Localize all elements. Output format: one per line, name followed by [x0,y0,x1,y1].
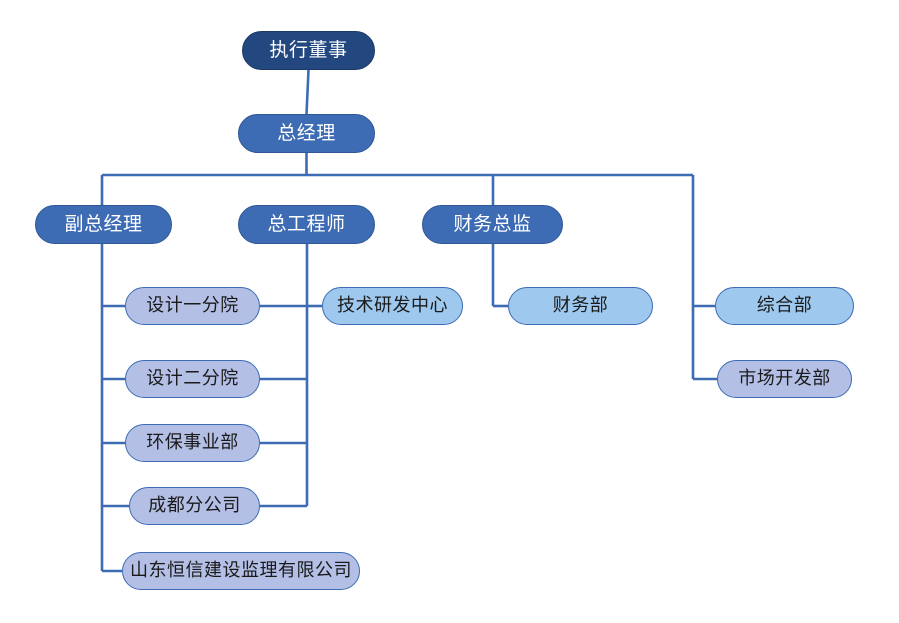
org-node-label: 成都分公司 [148,495,241,516]
org-node-label: 环保事业部 [146,432,239,453]
org-node-label: 副总经理 [64,213,143,235]
org-node-deputy-gm[interactable]: 副总经理 [35,205,172,244]
org-node-label: 总工程师 [267,213,346,235]
org-node-design-inst-2[interactable]: 设计二分院 [125,360,260,398]
org-node-label: 执行董事 [269,39,348,61]
org-node-finance-dept[interactable]: 财务部 [508,287,653,325]
org-node-label: 总经理 [277,122,336,144]
org-node-shandong-hengxin[interactable]: 山东恒信建设监理有限公司 [122,552,360,590]
connector-exec-to-gm [305,69,310,115]
org-node-label: 山东恒信建设监理有限公司 [130,560,352,581]
org-node-label: 市场开发部 [738,368,831,389]
org-node-finance-director[interactable]: 财务总监 [422,205,563,244]
org-node-chengdu-branch[interactable]: 成都分公司 [129,487,260,525]
org-node-label: 综合部 [756,295,813,316]
org-node-exec-director[interactable]: 执行董事 [242,31,375,70]
org-node-label: 技术研发中心 [337,295,448,316]
org-node-label: 财务部 [552,295,609,316]
org-node-general-manager[interactable]: 总经理 [238,114,375,153]
org-node-label: 财务总监 [453,213,532,235]
org-node-general-affairs[interactable]: 综合部 [715,287,854,325]
org-node-market-dev[interactable]: 市场开发部 [717,360,852,398]
org-node-design-inst-1[interactable]: 设计一分院 [125,287,260,325]
org-node-chief-engineer[interactable]: 总工程师 [238,205,375,244]
org-node-rd-center[interactable]: 技术研发中心 [322,287,463,325]
org-node-label: 设计二分院 [146,368,239,389]
org-node-env-division[interactable]: 环保事业部 [125,424,260,462]
org-node-label: 设计一分院 [146,295,239,316]
